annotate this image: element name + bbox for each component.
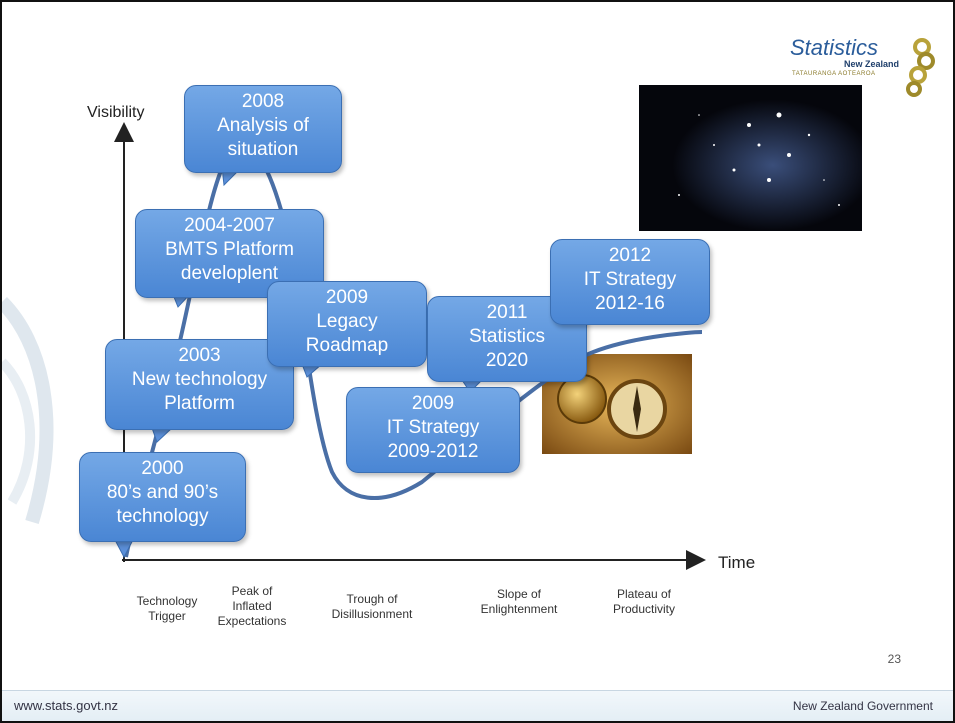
callout-2000-80s-90s: 2000 80’s and 90’s technology (79, 452, 246, 542)
phase-trough-of-disillusionment: Trough of Disillusionment (331, 592, 413, 621)
y-axis-label: Visibility (87, 104, 145, 121)
logo-chain-icon (906, 38, 935, 97)
star-field-photo (639, 85, 862, 231)
callout-2012-it-strategy: 2012 IT Strategy 2012-16 (550, 239, 710, 325)
background-swirl-decoration (2, 297, 54, 525)
logo-subtitle: New Zealand (844, 59, 900, 69)
phase-peak-of-inflated-expectations: Peak of Inflated Expectations (217, 584, 287, 628)
x-axis-label: Time (718, 553, 756, 572)
compass-photo (542, 354, 692, 454)
footer-url-link[interactable]: www.stats.govt.nz (14, 698, 119, 713)
phase-plateau-of-productivity: Plateau of Productivity (612, 587, 676, 616)
statistics-nz-logo: Statistics New Zealand TATAURANGA AOTEAR… (782, 27, 942, 107)
logo-wordmark: Statistics (790, 35, 879, 60)
logo-maori-text: TATAURANGA AOTEAROA (792, 71, 876, 77)
callout-2003-new-technology: 2003 New technology Platform (105, 339, 294, 430)
callout-2008-analysis: 2008 Analysis of situation (184, 85, 342, 173)
phase-slope-of-enlightenment: Slope of Enlightenment (480, 587, 558, 616)
callout-2009-it-strategy: 2009 IT Strategy 2009-2012 (346, 387, 520, 473)
phase-technology-trigger: Technology Trigger (136, 594, 198, 623)
callout-2009-legacy-roadmap: 2009 Legacy Roadmap (267, 281, 427, 367)
footer-bar: www.stats.govt.nz New Zealand Government (2, 690, 953, 721)
page-number: 23 (887, 652, 901, 666)
footer-government-label: New Zealand Government (792, 699, 933, 713)
